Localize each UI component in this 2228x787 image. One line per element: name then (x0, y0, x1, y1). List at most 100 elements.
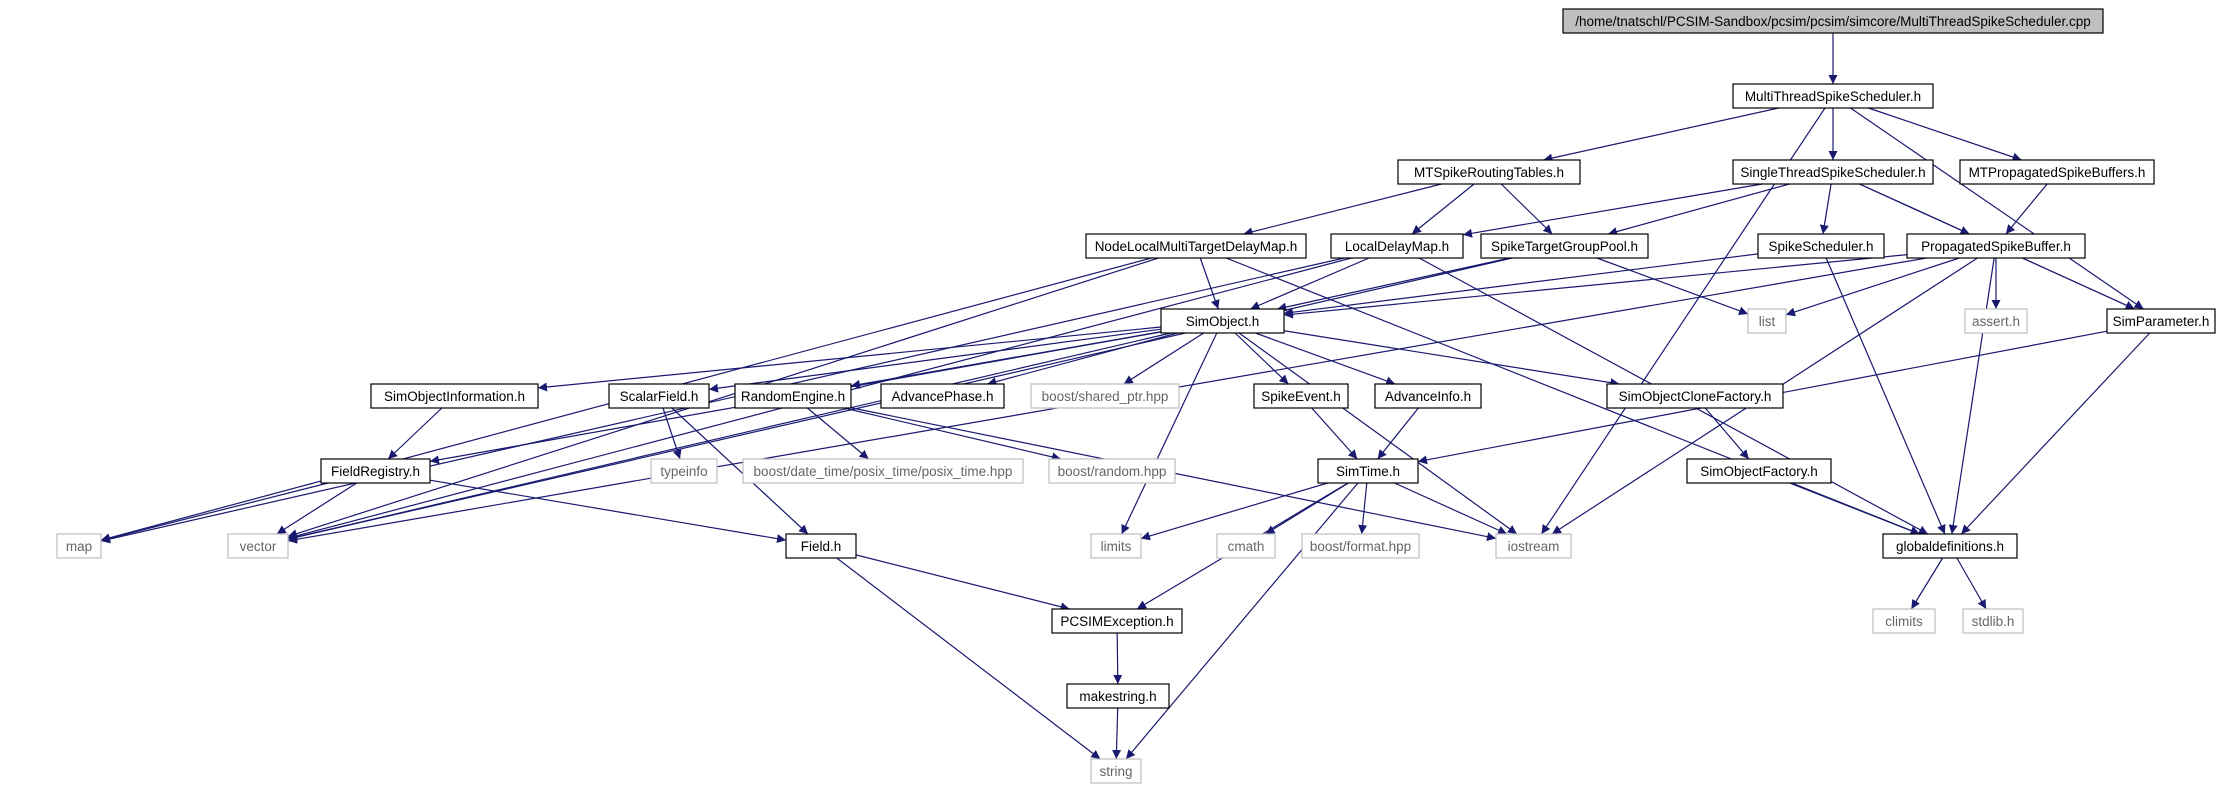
edge-mtpsb-to-psb (2005, 183, 2048, 235)
node-vector[interactable]: vector (227, 533, 289, 559)
edge-simobj-to-socf (1283, 330, 1620, 388)
node-iostream[interactable]: iostream (1495, 533, 1572, 559)
node-box-simtime (1317, 458, 1419, 484)
node-label-simparam: SimParameter.h (2113, 314, 2210, 329)
edge-nlmtdm-to-vector (287, 257, 1159, 538)
node-label-se: SpikeEvent.h (1261, 389, 1341, 404)
node-bsp[interactable]: boost/shared_ptr.hpp (1030, 383, 1180, 409)
node-label-string: string (1099, 764, 1132, 779)
node-label-simobj: SimObject.h (1186, 314, 1260, 329)
node-box-pcsimex (1051, 608, 1183, 634)
node-box-re (734, 383, 852, 409)
node-ai[interactable]: AdvanceInfo.h (1374, 383, 1482, 409)
edge-simobj-to-sf (708, 328, 1162, 393)
node-brand[interactable]: boost/random.hpp (1048, 458, 1176, 484)
node-label-mtss: MultiThreadSpikeScheduler.h (1745, 89, 1921, 104)
node-box-sf (608, 383, 710, 409)
edge-pcsimex-to-mkstr (1113, 632, 1123, 685)
node-fr[interactable]: FieldRegistry.h (320, 458, 431, 484)
node-stss[interactable]: SingleThreadSpikeScheduler.h (1732, 159, 1934, 185)
edge-fr-to-field (429, 479, 787, 544)
node-socf[interactable]: SimObjectCloneFactory.h (1606, 383, 1784, 409)
node-bfmt[interactable]: boost/format.hpp (1301, 533, 1420, 559)
node-label-re: RandomEngine.h (741, 389, 845, 404)
node-mtss[interactable]: MultiThreadSpikeScheduler.h (1732, 83, 1934, 109)
node-box-ap (880, 383, 1005, 409)
node-sofac[interactable]: SimObjectFactory.h (1686, 458, 1832, 484)
edge-ai-to-simtime (1377, 407, 1419, 460)
node-label-map: map (66, 539, 92, 554)
node-box-climits (1872, 608, 1936, 634)
node-box-soi (370, 383, 539, 409)
edge-simobj-to-iostream (1238, 332, 1518, 535)
edge-sofac-to-gdef (1789, 482, 1920, 535)
node-climits[interactable]: climits (1872, 608, 1936, 634)
node-box-bfmt (1301, 533, 1420, 559)
node-nlmtdm[interactable]: NodeLocalMultiTargetDelayMap.h (1085, 233, 1307, 259)
edge-gdef-to-climits (1910, 557, 1944, 610)
node-soi[interactable]: SimObjectInformation.h (370, 383, 539, 409)
node-label-soi: SimObjectInformation.h (384, 389, 525, 404)
node-se[interactable]: SpikeEvent.h (1253, 383, 1349, 409)
node-simparam[interactable]: SimParameter.h (2106, 308, 2216, 334)
node-box-stdlib (1962, 608, 2024, 634)
node-label-ap: AdvancePhase.h (891, 389, 993, 404)
node-label-nlmtdm: NodeLocalMultiTargetDelayMap.h (1095, 239, 1298, 254)
edge-fr-to-vector (276, 482, 358, 535)
node-list[interactable]: list (1747, 308, 1787, 334)
node-string[interactable]: string (1090, 758, 1142, 784)
node-label-sofac: SimObjectFactory.h (1700, 464, 1818, 479)
node-limits[interactable]: limits (1090, 533, 1142, 559)
node-re[interactable]: RandomEngine.h (734, 383, 852, 409)
node-simtime[interactable]: SimTime.h (1317, 458, 1419, 484)
node-bdt[interactable]: boost/date_time/posix_time/posix_time.hp… (742, 458, 1024, 484)
node-label-bfmt: boost/format.hpp (1310, 539, 1411, 554)
edge-stss-to-stgp (1607, 183, 1790, 236)
node-field[interactable]: Field.h (785, 533, 857, 559)
node-box-mkstr (1066, 683, 1170, 709)
node-stgp[interactable]: SpikeTargetGroupPool.h (1480, 233, 1649, 259)
edge-simobj-to-limits (1121, 332, 1218, 535)
node-label-mkstr: makestring.h (1079, 689, 1156, 704)
edge-mtss-to-mtsrt (1543, 107, 1779, 163)
edge-simobj-to-se (1234, 332, 1289, 385)
node-psb[interactable]: PropagatedSpikeBuffer.h (1906, 233, 2086, 259)
edge-nlmtdm-to-simobj (1199, 257, 1220, 310)
node-label-ldm: LocalDelayMap.h (1345, 239, 1449, 254)
node-box-psb (1906, 233, 2086, 259)
node-pcsimex[interactable]: PCSIMException.h (1051, 608, 1183, 634)
node-box-list (1747, 308, 1787, 334)
node-mkstr[interactable]: makestring.h (1066, 683, 1170, 709)
node-root[interactable]: /home/tnatschl/PCSIM-Sandbox/pcsim/pcsim… (1562, 8, 2104, 34)
node-box-simobj (1160, 308, 1285, 334)
node-mtpsb[interactable]: MTPropagatedSpikeBuffers.h (1959, 159, 2155, 185)
edge-sf-to-field (671, 407, 809, 535)
node-map[interactable]: map (56, 533, 102, 559)
edge-psb-to-gdef (1948, 257, 1995, 535)
node-box-mtss (1732, 83, 1934, 109)
edge-psb-to-list (1785, 257, 1960, 317)
node-box-stgp (1480, 233, 1649, 259)
node-gdef[interactable]: globaldefinitions.h (1882, 533, 2018, 559)
node-stdlib[interactable]: stdlib.h (1962, 608, 2024, 634)
node-label-limits: limits (1101, 539, 1132, 554)
node-assert[interactable]: assert.h (1964, 308, 2028, 334)
node-label-field: Field.h (801, 539, 842, 554)
node-label-bsp: boost/shared_ptr.hpp (1042, 389, 1169, 404)
node-box-ai (1374, 383, 1482, 409)
node-sf[interactable]: ScalarField.h (608, 383, 710, 409)
node-ap[interactable]: AdvancePhase.h (880, 383, 1005, 409)
node-ldm[interactable]: LocalDelayMap.h (1330, 233, 1464, 259)
edge-psb-to-simobj (1283, 254, 1908, 319)
node-label-ss: SpikeScheduler.h (1768, 239, 1873, 254)
edge-mtss-to-mtpsb (1868, 107, 2022, 162)
node-typeinfo[interactable]: typeinfo (650, 458, 718, 484)
node-simobj[interactable]: SimObject.h (1160, 308, 1285, 334)
node-mtsrt[interactable]: MTSpikeRoutingTables.h (1397, 159, 1581, 185)
node-label-mtpsb: MTPropagatedSpikeBuffers.h (1969, 165, 2146, 180)
node-ss[interactable]: SpikeScheduler.h (1757, 233, 1885, 259)
node-label-psb: PropagatedSpikeBuffer.h (1921, 239, 2071, 254)
edge-simparam-to-gdef (1960, 332, 2151, 535)
node-label-mtsrt: MTSpikeRoutingTables.h (1414, 165, 1564, 180)
node-cmath[interactable]: cmath (1216, 533, 1276, 559)
